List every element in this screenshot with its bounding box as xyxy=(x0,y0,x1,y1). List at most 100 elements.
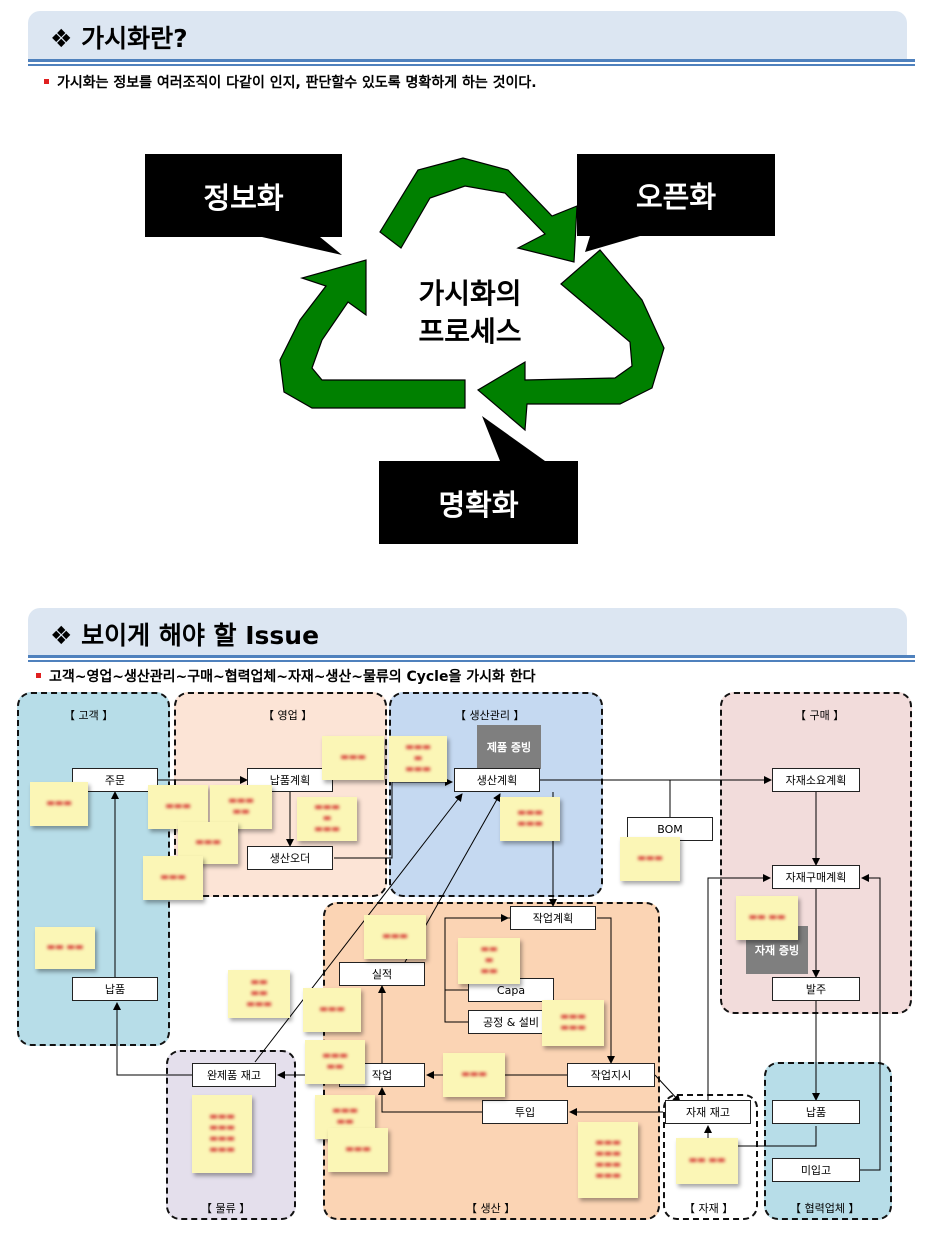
node-process-equipment: 공정 & 설비 xyxy=(468,1010,554,1034)
sticky-note: ▬▬▬▬▬▬▬ xyxy=(389,736,447,782)
sticky-note: ▬▬ ▬▬ xyxy=(676,1138,738,1184)
blurred-text: ▬▬▬ xyxy=(46,798,72,809)
cycle-center-label: 가시화의 프로세스 xyxy=(385,275,555,351)
cycle-arrow-right xyxy=(476,249,665,432)
zone-label-purchase: 【 구매 】 xyxy=(795,709,845,722)
blurred-text: ▬▬▬ xyxy=(319,1004,345,1015)
node-finished-stock: 완제품 재고 xyxy=(192,1063,276,1087)
node-input: 투입 xyxy=(482,1100,568,1124)
sticky-note: ▬▬▬▬▬ xyxy=(210,785,272,829)
header-divider xyxy=(28,660,915,662)
blurred-text: ▬▬▬▬▬ xyxy=(322,1051,348,1072)
cycle-arrows xyxy=(262,157,665,461)
blurred-text: ▬▬ ▬▬ xyxy=(688,1155,726,1166)
flow-finished-stock-to-customer xyxy=(113,1002,192,1076)
flow-material-stock-to-purchase-plan xyxy=(707,874,771,1100)
center-label-line2: 프로세스 xyxy=(418,315,522,348)
blurred-text: ▬▬▬▬▬▬▬ xyxy=(314,802,340,835)
sticky-note: ▬▬▬ xyxy=(322,736,384,780)
flow-partner-delivery-to-material-stock xyxy=(704,1125,817,1147)
blurred-text: ▬▬▬▬▬▬▬ xyxy=(246,977,272,1010)
node-production-order: 생산오더 xyxy=(247,846,333,870)
blurred-text: ▬▬ ▬▬ xyxy=(748,912,786,923)
zone-label-material: 【 자재 】 xyxy=(684,1202,734,1215)
section-header-issues: ❖ 보이게 해야 할 Issue xyxy=(28,608,907,656)
blurred-text: ▬▬▬ xyxy=(165,801,191,812)
bullet-icon xyxy=(36,672,41,678)
sticky-note: ▬▬▬ xyxy=(620,837,680,881)
blurred-text: ▬▬ ▬▬ xyxy=(46,942,84,953)
sticky-note: ▬▬ ▬▬ xyxy=(736,896,798,940)
subtitle-text: 가시화는 정보를 여러조직이 다같이 인지, 판단할수 있도록 명확하게 하는 … xyxy=(57,75,537,91)
blurred-text: ▬▬▬ xyxy=(340,752,366,763)
sticky-note: ▬▬▬ xyxy=(303,988,361,1032)
sticky-note: ▬▬▬▬▬▬▬ xyxy=(297,797,357,841)
blurred-text: ▬▬▬▬▬ xyxy=(480,944,498,977)
node-material-purchase-plan: 자재구매계획 xyxy=(772,865,860,889)
sticky-note: ▬▬▬ xyxy=(443,1053,505,1097)
sticky-note: ▬▬▬ xyxy=(364,915,426,959)
zone-partner xyxy=(764,1062,892,1220)
cycle-arrow-left xyxy=(279,259,466,409)
blurred-text: ▬▬▬ xyxy=(637,853,663,864)
node-material-req-plan: 자재소요계획 xyxy=(772,768,860,792)
blurred-text: ▬▬▬▬▬▬▬▬▬▬▬▬ xyxy=(209,1112,235,1155)
sticky-note: ▬▬▬▬▬ xyxy=(458,938,520,984)
zone-label-sales: 【 영업 】 xyxy=(263,709,313,722)
center-label-line1: 가시화의 xyxy=(418,277,522,310)
box-informatization: 정보화 xyxy=(145,154,342,237)
header-divider xyxy=(28,655,915,658)
sticky-note: ▬▬▬▬▬▬ xyxy=(542,1000,604,1046)
sticky-note: ▬▬▬▬▬▬▬▬▬▬▬▬ xyxy=(192,1095,252,1173)
node-material-stock: 자재 재고 xyxy=(665,1100,751,1124)
sticky-note: ▬▬▬ xyxy=(143,856,203,900)
section-title: ❖ 가시화란? xyxy=(50,24,188,53)
callout-tail-left xyxy=(262,237,342,255)
blurred-text: ▬▬▬ xyxy=(160,872,186,883)
zone-label-logistics: 【 물류 】 xyxy=(201,1202,251,1215)
sticky-note: ▬▬▬▬▬▬▬▬▬▬▬▬ xyxy=(578,1122,638,1198)
callout-tail-right xyxy=(585,236,640,252)
bullet-icon xyxy=(44,78,49,84)
cycle-arrow-top xyxy=(379,157,578,263)
box-openness: 오픈화 xyxy=(577,154,775,236)
blurred-text: ▬▬▬▬▬▬ xyxy=(560,1012,586,1033)
section-title: ❖ 보이게 해야 할 Issue xyxy=(50,621,320,650)
header-divider xyxy=(28,64,915,66)
flow-work-plan-to-instruction xyxy=(597,917,615,1064)
flow-not-received-to-purchase-plan xyxy=(860,874,881,1171)
zone-label-customer: 【 고객 】 xyxy=(64,709,114,722)
node-purchase-order: 발주 xyxy=(772,977,860,1001)
blurred-text: ▬▬▬▬▬▬▬ xyxy=(405,742,431,775)
flow-instruction-to-material-stock xyxy=(654,1074,681,1103)
node-work-instruction: 작업지시 xyxy=(567,1063,655,1087)
node-partner-delivery: 납품 xyxy=(772,1100,860,1124)
blurred-text: ▬▬▬▬▬▬▬▬▬▬▬▬ xyxy=(595,1138,621,1181)
node-work-plan: 작업계획 xyxy=(510,906,596,930)
sticky-note: ▬▬▬▬▬ xyxy=(305,1040,365,1084)
section-subtitle: 가시화는 정보를 여러조직이 다같이 인지, 판단할수 있도록 명확하게 하는 … xyxy=(44,72,537,92)
sticky-note: ▬▬▬▬▬▬▬ xyxy=(228,970,290,1018)
blurred-text: ▬▬▬▬▬▬ xyxy=(517,808,543,829)
section-header-visualization: ❖ 가시화란? xyxy=(28,11,907,59)
node-production-plan: 생산계획 xyxy=(454,768,540,792)
subtitle-text: 고객~영업~생산관리~구매~협력업체~자재~생산~물류의 Cycle을 가시화 … xyxy=(49,669,536,685)
blurred-text: ▬▬▬▬▬ xyxy=(228,796,254,817)
blurred-text: ▬▬▬ xyxy=(461,1069,487,1080)
sticky-note: ▬▬▬ xyxy=(30,782,88,826)
node-result: 실적 xyxy=(339,962,425,986)
callout-tail-bottom xyxy=(482,416,545,461)
flow-input-to-work xyxy=(378,1087,482,1113)
sticky-note: ▬▬▬ xyxy=(148,785,208,829)
header-divider xyxy=(28,59,915,62)
zone-label-partner: 【 협력업체 】 xyxy=(790,1202,860,1215)
zone-label-production: 【 생산 】 xyxy=(466,1202,516,1215)
blurred-text: ▬▬▬ xyxy=(382,931,408,942)
blurred-text: ▬▬▬▬▬ xyxy=(332,1106,358,1127)
node-customer-delivery: 납품 xyxy=(72,977,158,1001)
flow-production-order-to-plan xyxy=(334,778,453,859)
sticky-note: ▬▬▬ xyxy=(328,1128,388,1172)
product-proof-box: 제품 증빙 xyxy=(477,725,541,769)
sticky-note: ▬▬▬▬▬▬ xyxy=(500,797,560,841)
